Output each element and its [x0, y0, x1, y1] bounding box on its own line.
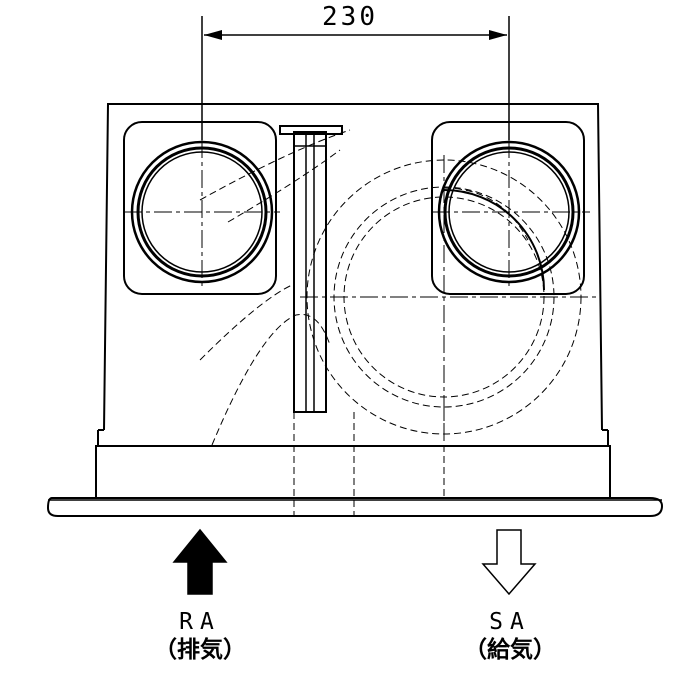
housing: [46, 103, 664, 517]
sa-label: SA: [489, 609, 531, 635]
blade-curve-3: [199, 284, 293, 361]
ra-label: RA: [179, 609, 221, 635]
ra-arrow-up-icon: [172, 528, 228, 595]
pipe-cap: [293, 133, 327, 147]
flange: [46, 497, 664, 517]
dimension-230: [201, 16, 510, 140]
blade-curve-1: [199, 129, 351, 201]
duct-port-sa: [431, 121, 590, 295]
fan-arc-solid: [443, 189, 545, 291]
sa-arrow-down-icon: [481, 529, 537, 596]
port-plate-sa: [431, 121, 585, 295]
housing-body: [103, 103, 603, 431]
blade-curve-4: [211, 313, 331, 446]
blade-curve-2: [227, 149, 341, 223]
dimension-arrow-left: [204, 30, 222, 40]
ra-name-label: （排気）: [154, 637, 246, 663]
sa-name-label: （給気）: [464, 637, 556, 663]
port-plate-ra: [123, 121, 277, 295]
blade-curve-5: [443, 187, 529, 241]
ceiling-panel-frame: [95, 445, 611, 499]
dimension-arrow-right: [489, 30, 507, 40]
dimension-label: 230: [322, 2, 378, 32]
centerlines: [201, 140, 600, 440]
pipe-body: [293, 131, 327, 413]
vertical-pipe: [279, 125, 343, 413]
